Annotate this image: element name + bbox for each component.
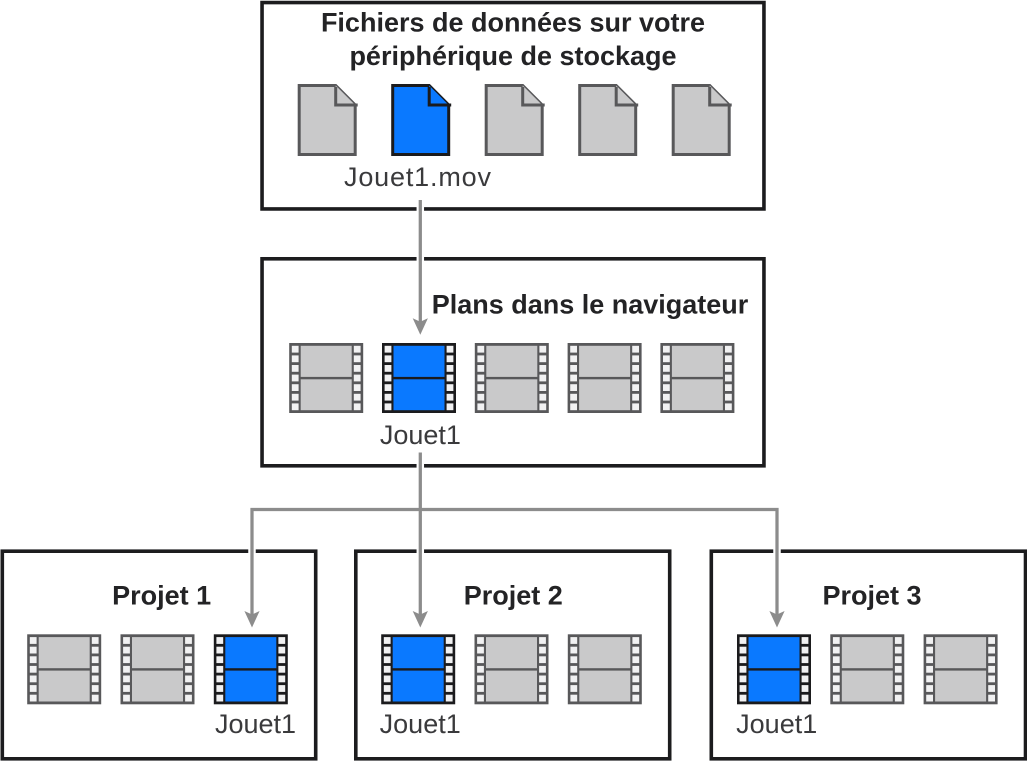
svg-text:Projet 1: Projet 1 (112, 581, 211, 611)
svg-text:Jouet1: Jouet1 (380, 420, 461, 450)
svg-text:périphérique de stockage: périphérique de stockage (349, 41, 676, 71)
svg-text:Projet 3: Projet 3 (822, 581, 921, 611)
svg-text:Jouet1: Jouet1 (215, 709, 296, 739)
svg-text:Projet 2: Projet 2 (464, 581, 563, 611)
svg-text:Plans dans le navigateur: Plans dans le navigateur (432, 290, 749, 320)
svg-text:Fichiers de données sur votre: Fichiers de données sur votre (321, 8, 705, 38)
svg-text:Jouet1: Jouet1 (380, 709, 461, 739)
svg-text:Jouet1: Jouet1 (736, 709, 817, 739)
svg-text:Jouet1.mov: Jouet1.mov (344, 162, 492, 192)
